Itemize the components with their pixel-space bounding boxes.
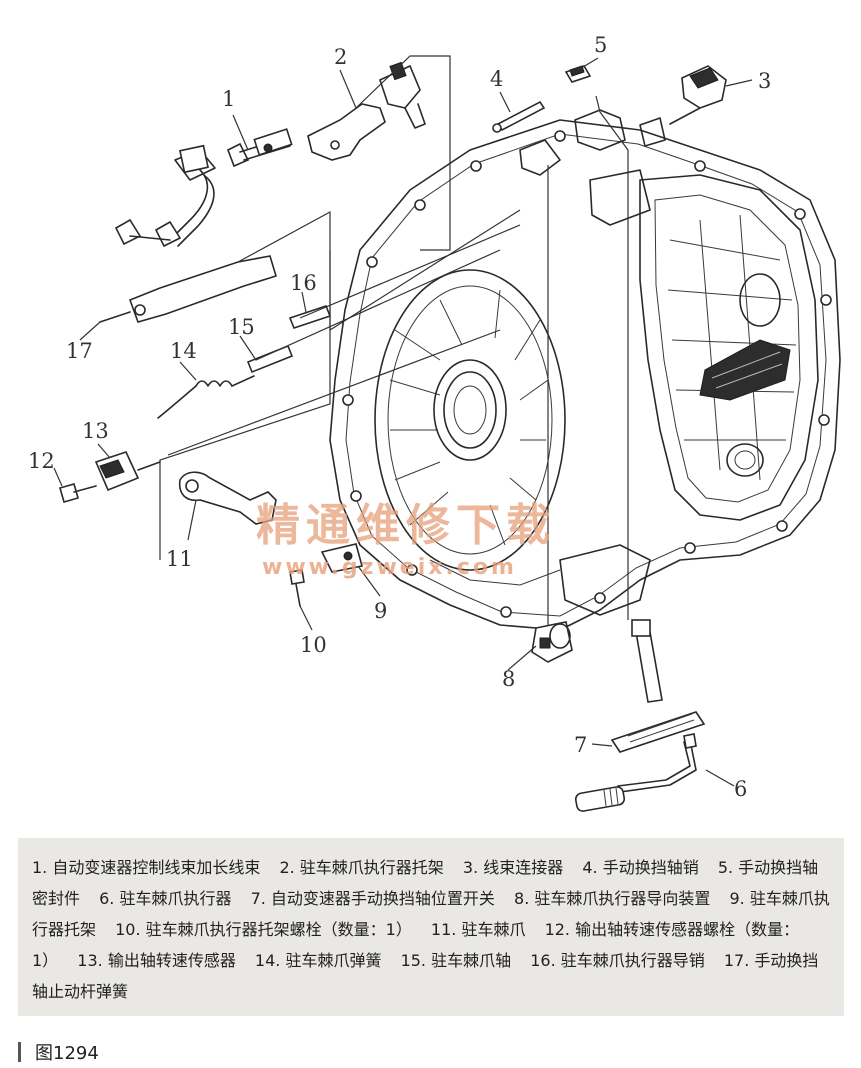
part-position-switch xyxy=(610,619,706,753)
part-sensor-bolt xyxy=(59,483,97,503)
part-parking-pawl xyxy=(178,471,277,525)
legend-item-8: 8. 驻车棘爪执行器导向装置 xyxy=(514,889,711,908)
callout-5: 5 xyxy=(594,33,607,57)
callout-7: 7 xyxy=(574,733,587,757)
legend-item-7: 7. 自动变速器手动换挡轴位置开关 xyxy=(250,889,495,908)
part-actuator-bracket-2 xyxy=(307,61,426,161)
legend-item-12: 12. 输出轴转速传感器螺栓（数量：1） xyxy=(32,920,800,970)
callout-10: 10 xyxy=(300,633,327,657)
callout-14: 14 xyxy=(170,339,197,363)
callout-3: 3 xyxy=(758,69,771,93)
parts-legend: 1. 自动变速器控制线束加长线束 2. 驻车棘爪执行器托架 3. 线束连接器 4… xyxy=(18,838,844,1016)
legend-item-6: 6. 驻车棘爪执行器 xyxy=(99,889,232,908)
callout-16: 16 xyxy=(290,271,317,295)
legend-item-14: 14. 驻车棘爪弹簧 xyxy=(254,951,382,970)
legend-item-15: 15. 驻车棘爪轴 xyxy=(400,951,512,970)
callout-12: 12 xyxy=(28,449,55,473)
legend-item-9: 9. 驻车棘爪执行器托架 xyxy=(32,889,830,939)
callout-11: 11 xyxy=(166,547,193,571)
part-parking-pawl-spring xyxy=(157,375,255,419)
callout-15: 15 xyxy=(228,315,255,339)
transmission-case xyxy=(329,109,841,631)
part-actuator-guide-pin xyxy=(288,305,332,329)
legend-item-17: 17. 手动换挡轴止动杆弹簧 xyxy=(32,951,819,1001)
part-shaft-seal xyxy=(564,65,592,83)
part-bracket-bolt xyxy=(289,569,305,607)
legend-item-5: 5. 手动换挡轴密封件 xyxy=(32,858,819,908)
part-actuator-bracket-9 xyxy=(320,543,363,573)
exploded-transmission-diagram: 1 2 3 4 5 6 7 8 9 10 11 12 13 14 15 16 1… xyxy=(28,33,841,812)
legend-item-1: 1. 自动变速器控制线束加长线束 xyxy=(32,858,261,877)
callout-labels: 1 2 3 4 5 6 7 8 9 10 11 12 13 14 15 16 1… xyxy=(28,33,771,801)
callout-8: 8 xyxy=(502,667,515,691)
legend-item-2: 2. 驻车棘爪执行器托架 xyxy=(279,858,444,877)
part-parking-pawl-actuator xyxy=(574,733,697,812)
callout-4: 4 xyxy=(490,67,503,91)
leader-lines xyxy=(53,55,753,787)
figure-caption: 图1294 xyxy=(18,1040,99,1064)
caption-marker xyxy=(18,1042,21,1062)
watermark: 精通维修下载 www.gzweix.com xyxy=(256,500,556,580)
part-detent-lever-spring xyxy=(99,255,277,323)
callout-1: 1 xyxy=(222,87,235,111)
part-shift-shaft-pin xyxy=(492,100,546,133)
legend-item-11: 11. 驻车棘爪 xyxy=(430,920,526,939)
watermark-text: 精通维修下载 xyxy=(256,500,556,551)
legend-item-3: 3. 线束连接器 xyxy=(462,858,564,877)
legend-item-4: 4. 手动换挡轴销 xyxy=(582,858,699,877)
callout-13: 13 xyxy=(82,419,109,443)
part-actuator-guide xyxy=(531,621,573,663)
legend-item-16: 16. 驻车棘爪执行器导销 xyxy=(530,951,705,970)
callout-9: 9 xyxy=(374,599,387,623)
part-harness-connector xyxy=(669,65,727,125)
part-harness-extension xyxy=(114,128,293,248)
legend-item-10: 10. 驻车棘爪执行器托架螺栓（数量：1） xyxy=(115,920,412,939)
callout-2: 2 xyxy=(334,45,347,69)
callout-17: 17 xyxy=(66,339,93,363)
figure-number: 图1294 xyxy=(35,1043,99,1064)
part-parking-pawl-shaft xyxy=(246,344,294,374)
legend-item-13: 13. 输出轴转速传感器 xyxy=(77,951,236,970)
part-output-speed-sensor xyxy=(94,451,161,492)
watermark-url: www.gzweix.com xyxy=(262,555,517,580)
callout-6: 6 xyxy=(734,777,747,801)
